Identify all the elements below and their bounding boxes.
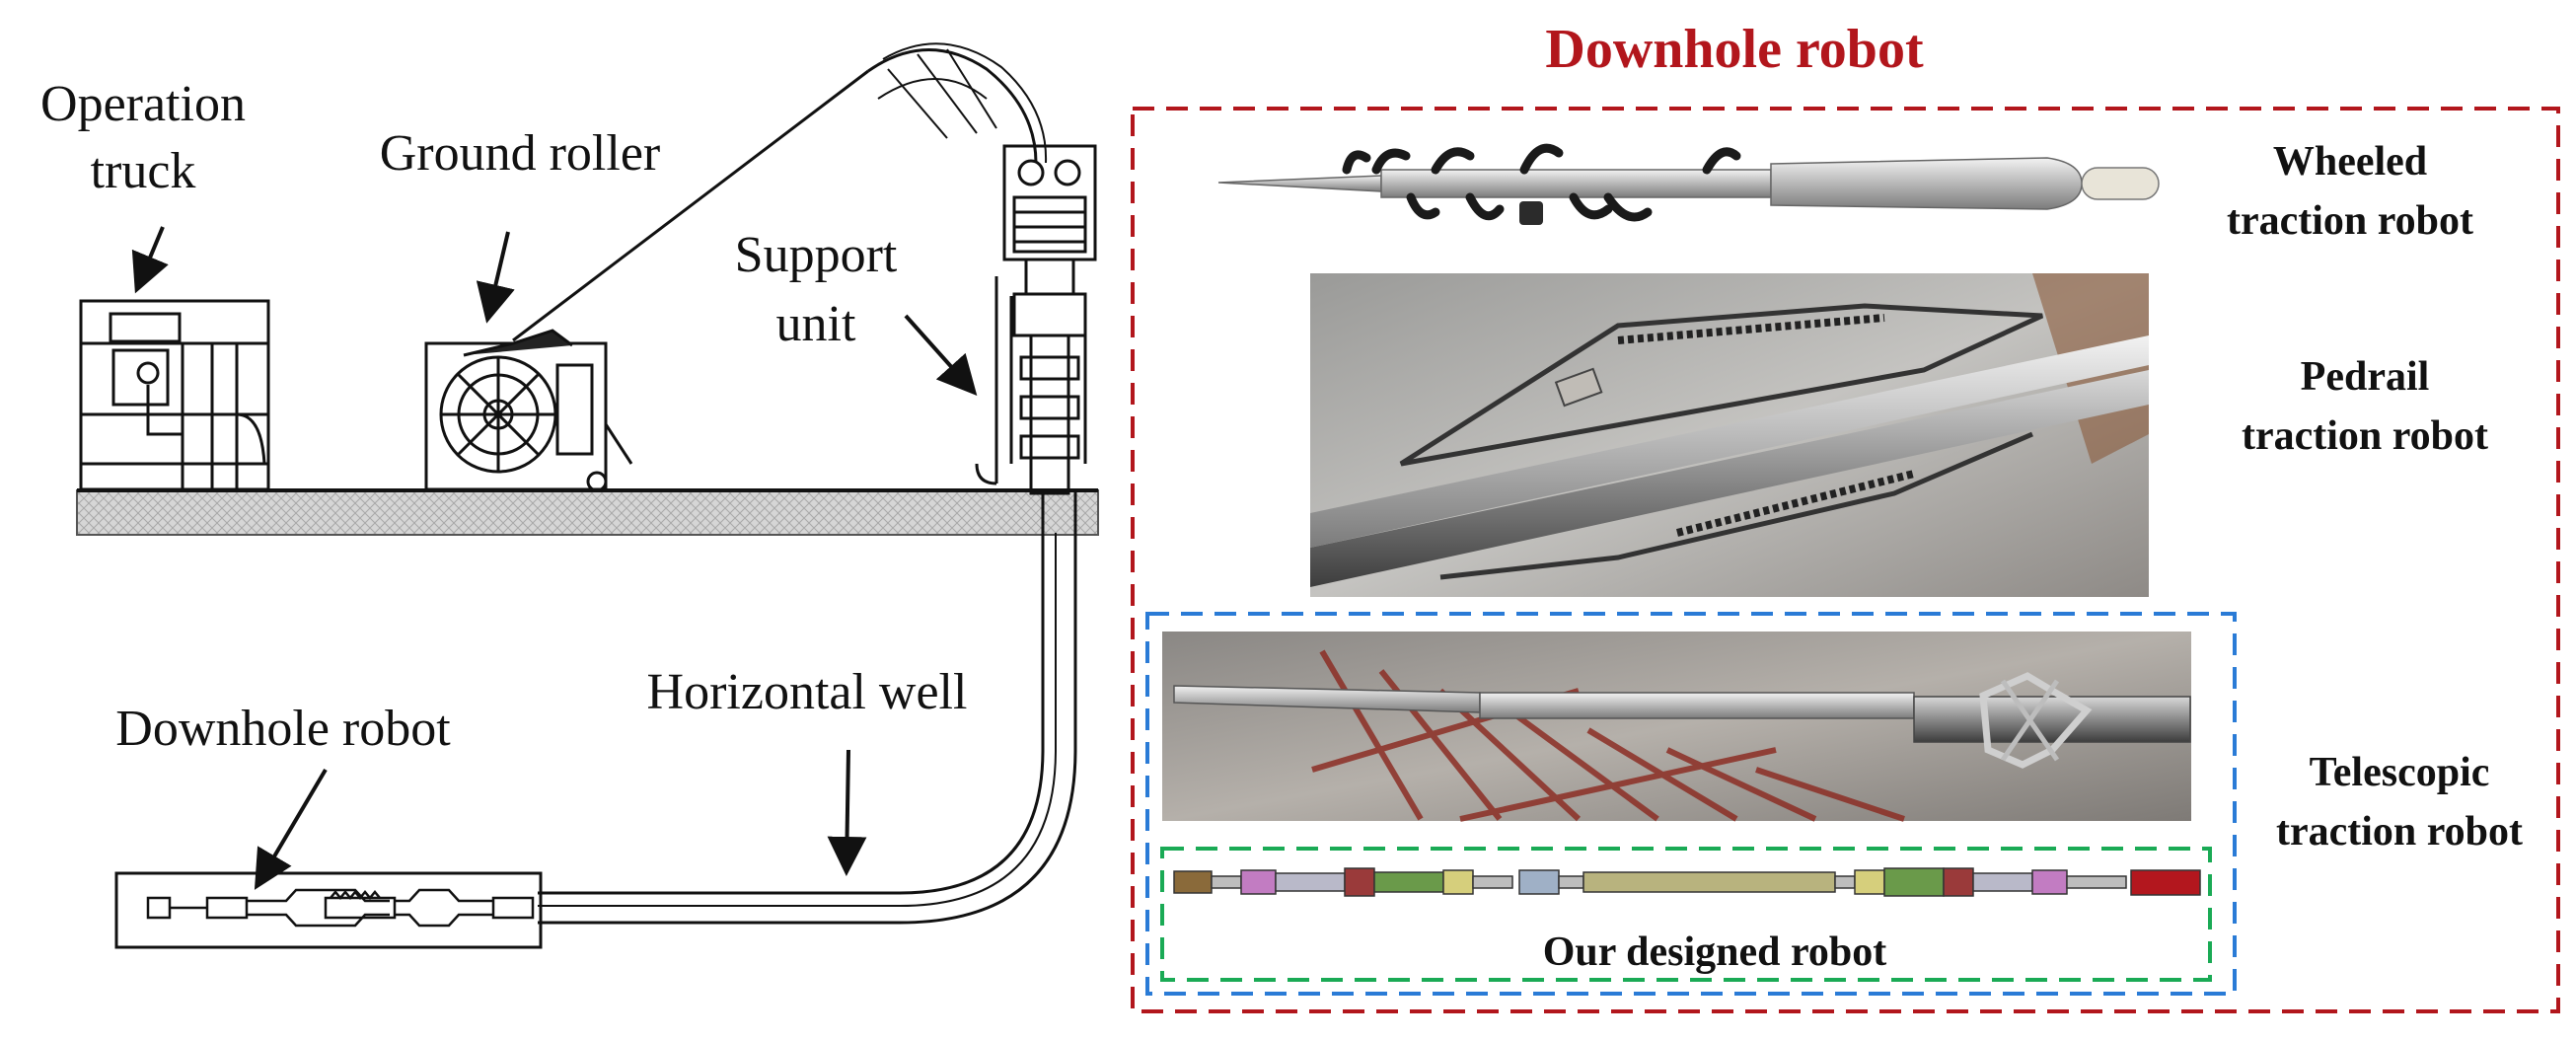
- arrow-ground-roller: [476, 231, 515, 324]
- well-robot-drawing: [146, 888, 535, 928]
- tubing-path: [512, 42, 1048, 342]
- label-pedrail-line2: traction robot: [2242, 413, 2488, 459]
- support-unit-drawing: [975, 144, 1097, 495]
- surface-schematic: Operation truck Ground roller Support un…: [40, 42, 1099, 949]
- ground-strip: [76, 489, 1099, 536]
- robot-panel: Downhole robot Wheeled traction r: [1131, 19, 2560, 1013]
- our-robot-dashed-box: [1160, 847, 2212, 982]
- ground-roller-drawing: [424, 329, 633, 492]
- our-robot-model: [1173, 867, 2201, 897]
- label-support-unit-line1: Support: [735, 227, 898, 283]
- panel-title: Downhole robot: [1545, 19, 1924, 80]
- label-operation-truck-line2: truck: [91, 143, 196, 199]
- leader-arrows: [131, 226, 978, 890]
- label-horizontal-well: Horizontal well: [647, 664, 968, 720]
- pedrail-robot-photo: [1310, 273, 2149, 597]
- label-wheeled-line2: traction robot: [2227, 198, 2473, 244]
- label-downhole-robot: Downhole robot: [115, 701, 451, 757]
- arrow-horizontal-well: [827, 749, 867, 876]
- telescopic-dashed-box: [1145, 612, 2237, 996]
- label-our-designed-robot: Our designed robot: [1543, 929, 1887, 975]
- label-operation-truck-line1: Operation: [40, 76, 246, 132]
- arrow-operation-truck: [131, 226, 169, 294]
- label-pedrail-line1: Pedrail: [2301, 354, 2430, 400]
- outer-dashed-box: [1131, 107, 2560, 1013]
- label-support-unit-line2: unit: [776, 296, 856, 352]
- operation-truck-drawing: [79, 299, 270, 491]
- label-ground-roller: Ground roller: [380, 125, 660, 182]
- arrow-support-unit: [904, 314, 978, 396]
- wheeled-robot-image: [1217, 143, 2160, 300]
- arrow-downhole-robot: [254, 768, 328, 890]
- label-telescopic-line1: Telescopic: [2310, 750, 2490, 795]
- telescopic-robot-photo: [1162, 632, 2191, 822]
- wellbore: [114, 490, 1077, 949]
- label-wheeled-line1: Wheeled: [2273, 139, 2427, 185]
- label-telescopic-line2: traction robot: [2276, 809, 2523, 855]
